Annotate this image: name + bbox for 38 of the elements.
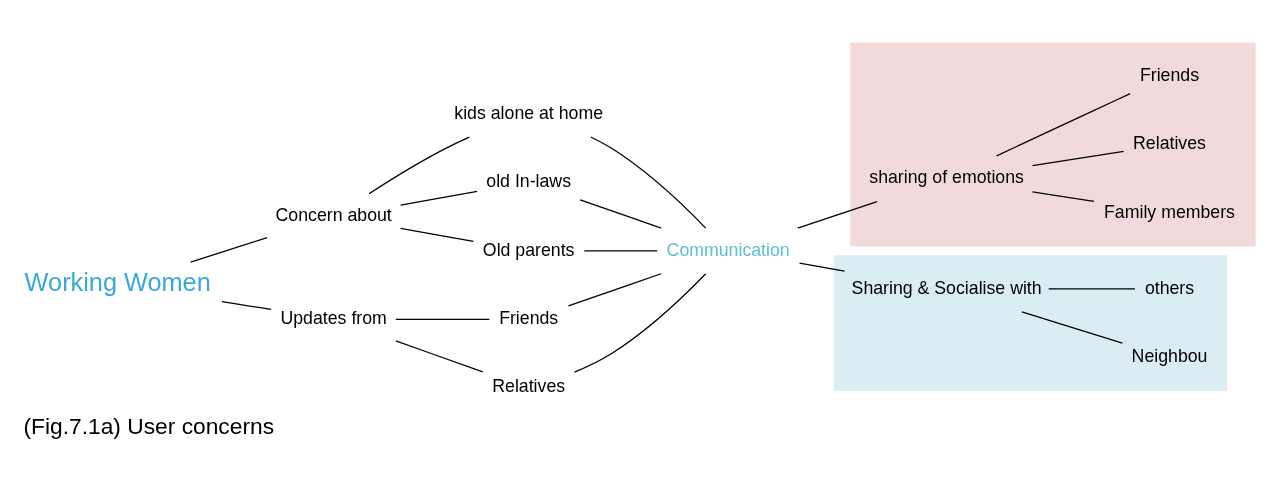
connector [590, 135, 707, 229]
node-text: Updates from [280, 307, 387, 328]
connector [221, 300, 272, 310]
node-text: Family members [1104, 201, 1235, 222]
caption: (Fig.7.1a) User concerns [23, 412, 275, 439]
connector [1031, 150, 1125, 166]
connector [798, 262, 846, 272]
node-text: old In-laws [486, 170, 572, 191]
connector [395, 318, 490, 320]
connector [1021, 310, 1123, 344]
cluster [850, 42, 1256, 246]
connector [573, 272, 707, 373]
connector [579, 198, 662, 229]
node-text: Relatives [1133, 132, 1206, 153]
connector [797, 200, 878, 229]
node-text: Neighbou [1131, 345, 1208, 366]
connector [400, 227, 475, 242]
connector [1031, 190, 1095, 202]
node-text: Concern about [275, 204, 392, 225]
node-text: Sharing & Socialise with [851, 277, 1042, 298]
connector [395, 339, 484, 372]
node-text: Working Women [24, 267, 211, 296]
connector [1048, 287, 1136, 290]
cluster [833, 254, 1228, 391]
connector [996, 92, 1131, 156]
node-text: Friends [499, 307, 559, 328]
node-text: others [1144, 277, 1195, 298]
node-text: kids alone at home [454, 102, 604, 123]
connector [190, 236, 268, 263]
node-text: Friends [1139, 64, 1200, 85]
node-text: Relatives [492, 375, 566, 396]
node-text: Old parents [482, 239, 575, 260]
connector [583, 249, 658, 252]
connector [567, 272, 662, 307]
connector [400, 190, 478, 206]
node-text: sharing of emotions [869, 166, 1024, 187]
node-text: Communication [666, 239, 790, 260]
connector [368, 135, 470, 194]
